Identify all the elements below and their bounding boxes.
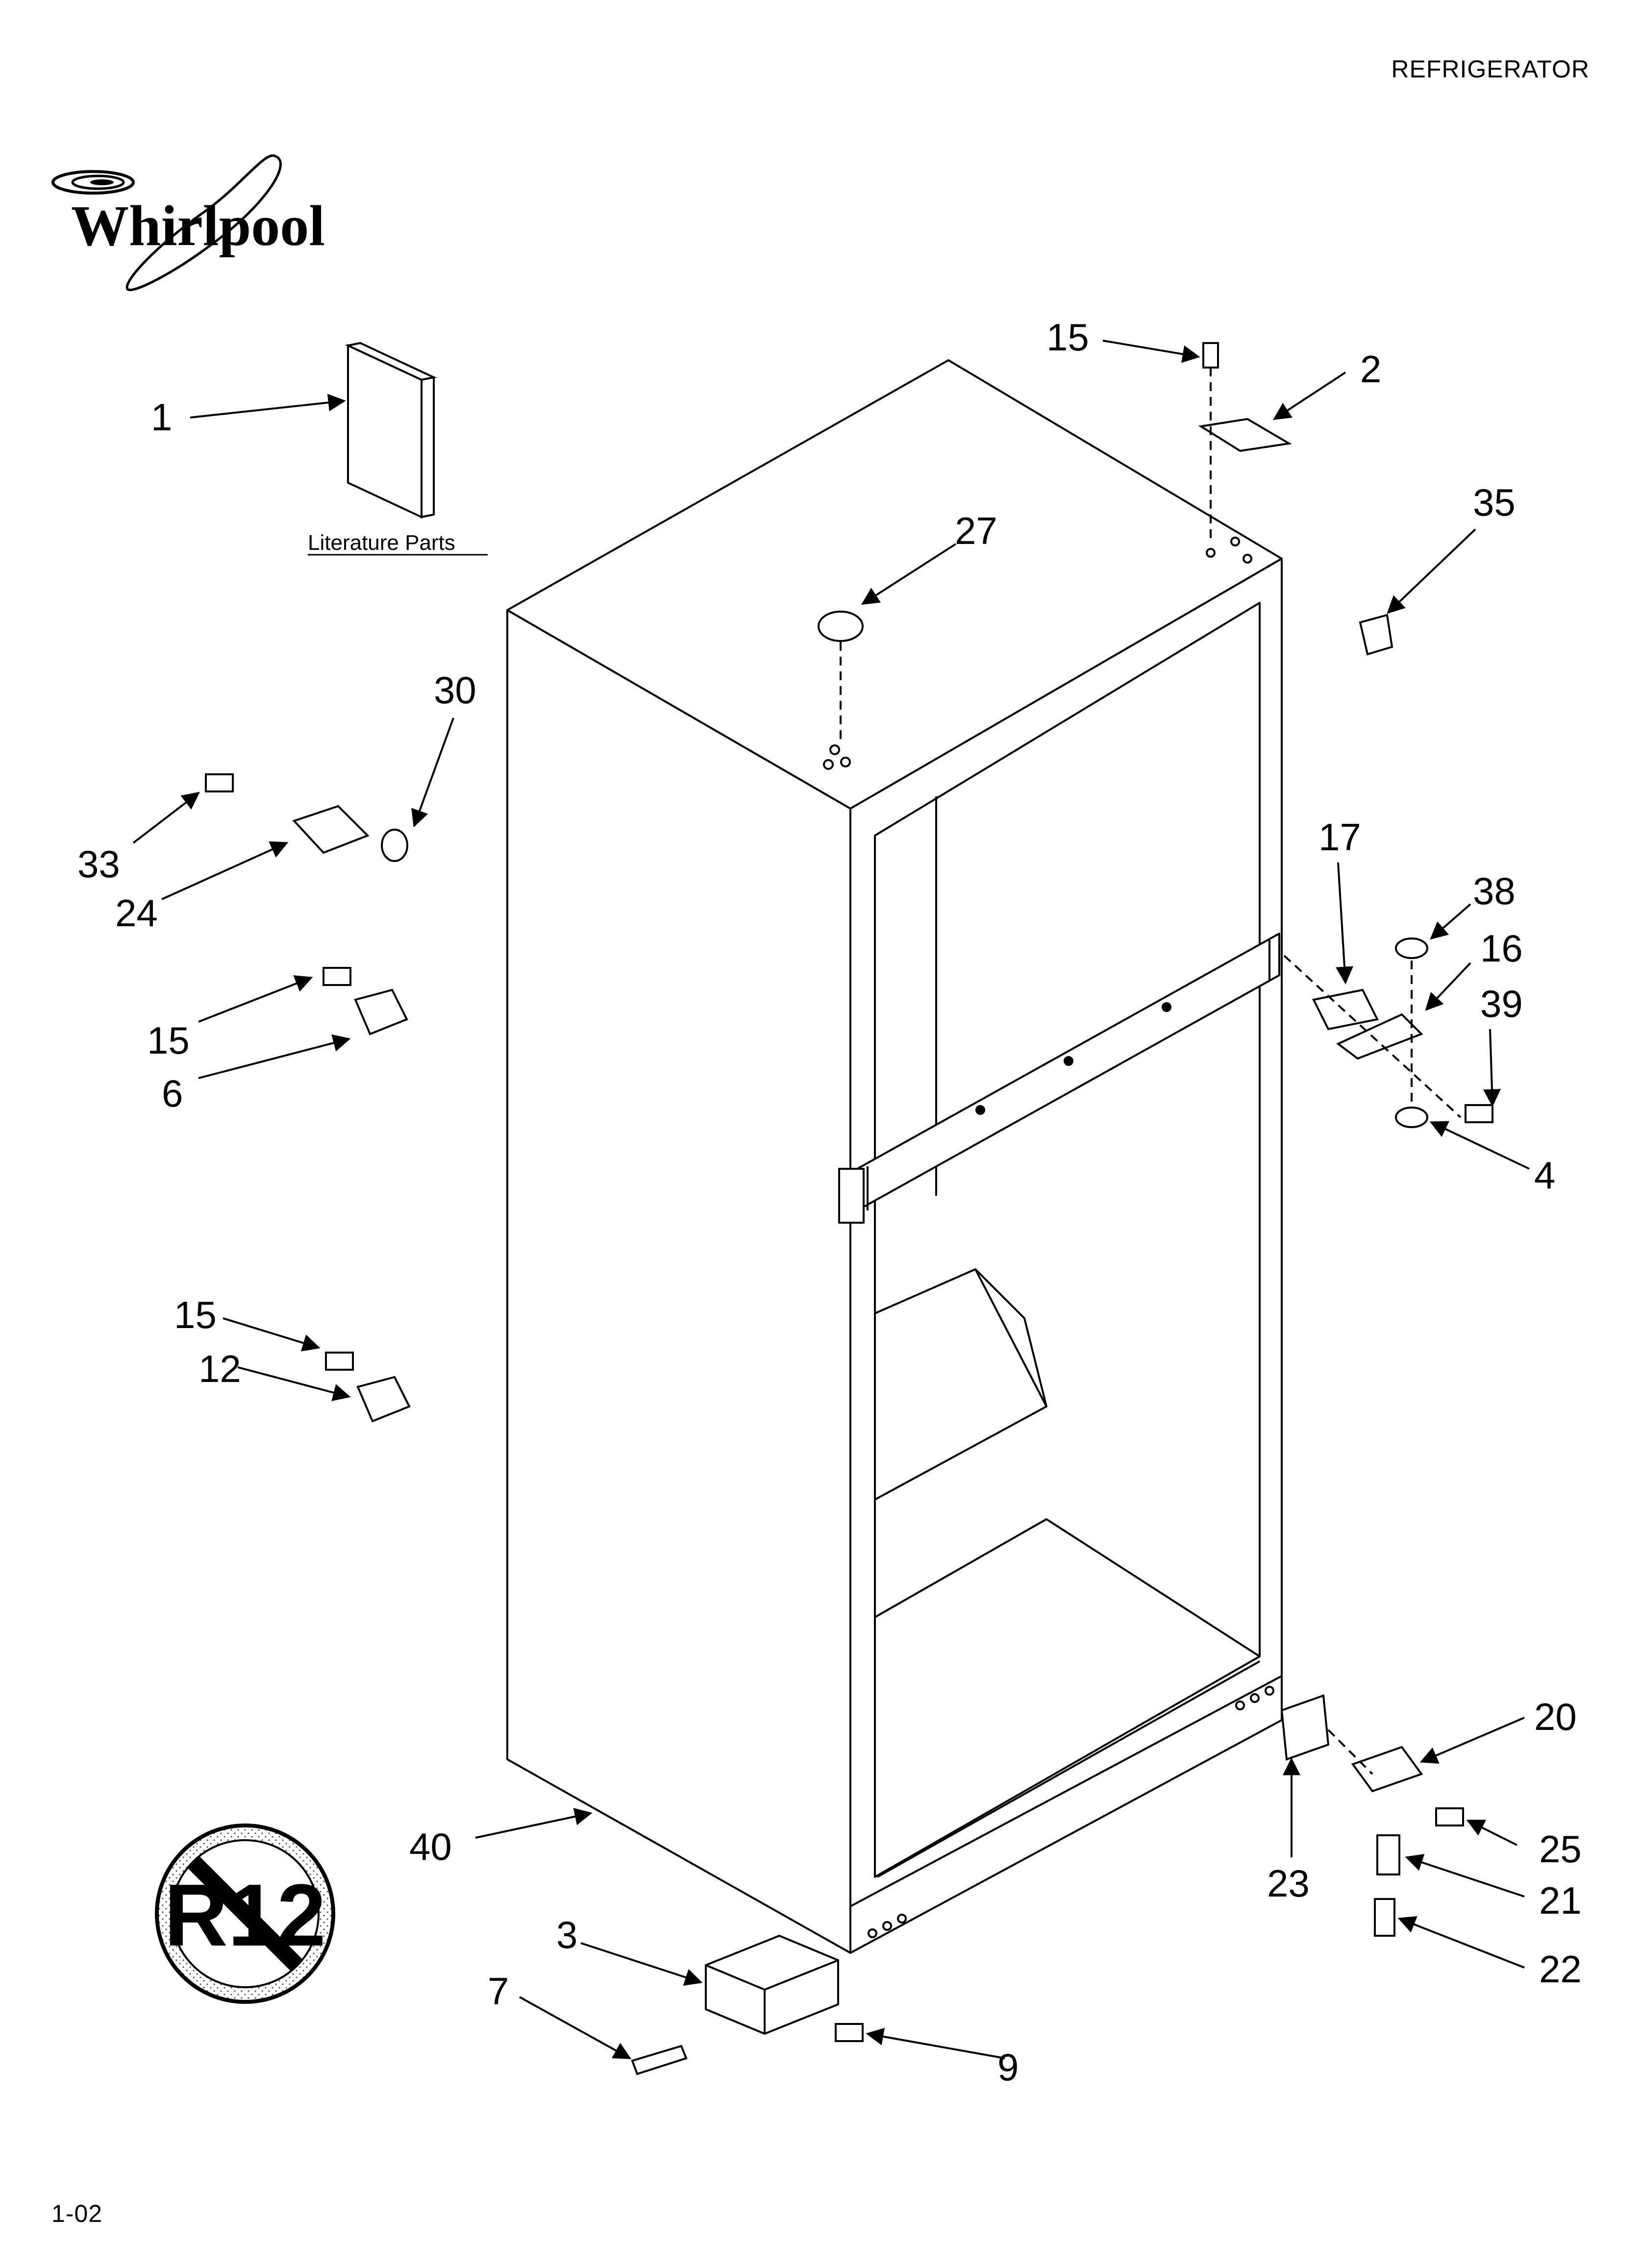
leveling-roller (705, 1934, 839, 2035)
callout-15-lower: 15 (174, 1293, 217, 1336)
screw-roller (835, 2023, 864, 2042)
callout-12: 12 (199, 1347, 241, 1390)
door-stop-bushing (381, 829, 408, 862)
hinge-pin-bottom (1376, 1834, 1400, 1875)
hinge-cap (1359, 614, 1393, 656)
hinge-cover-lower (356, 1376, 411, 1423)
bottom-hinge-shim (1280, 1694, 1330, 1761)
page-title: REFRIGERATOR (1391, 55, 1590, 83)
screw-hinge-cover-upper (323, 967, 351, 986)
center-hinge (1336, 1013, 1423, 1060)
whirlpool-swirl-logo: Whirlpool (51, 154, 325, 291)
door-stop-pin (292, 805, 370, 854)
callout-labels: 1 15 2 35 27 30 33 24 15 6 17 38 16 39 4… (77, 316, 1582, 2089)
callout-27: 27 (955, 509, 997, 552)
literature-booklet: Literature Parts (308, 342, 488, 556)
callout-40: 40 (409, 1825, 452, 1868)
callout-33: 33 (77, 842, 120, 886)
callout-38: 38 (1473, 869, 1516, 912)
callout-3: 3 (556, 1913, 577, 1956)
callout-39: 39 (1480, 982, 1523, 1025)
callout-21: 21 (1539, 1879, 1582, 1922)
callout-7: 7 (488, 1970, 509, 2013)
no-r12-refrigerant-badge: R12 (155, 1824, 335, 2004)
refrigerator-cabinet (506, 359, 1283, 1954)
callout-15-top: 15 (1046, 316, 1089, 359)
screw-center-hinge (1465, 1104, 1493, 1123)
callout-22: 22 (1539, 1948, 1582, 1991)
washer-top (1395, 937, 1428, 959)
hardware-parts (205, 342, 1493, 2075)
callout-23: 23 (1267, 1862, 1310, 1905)
literature-parts-label: Literature Parts (308, 531, 455, 555)
callout-35: 35 (1473, 481, 1516, 524)
screw-bottom-hinge (1435, 1807, 1464, 1826)
callout-2: 2 (1360, 347, 1381, 391)
roller-pin (631, 2045, 688, 2075)
callout-4: 4 (1534, 1154, 1555, 1197)
callout-20: 20 (1534, 1695, 1577, 1738)
page-code: 1-02 (51, 2200, 103, 2227)
bottom-hinge (1351, 1746, 1423, 1793)
hinge-cover-upper (354, 988, 408, 1035)
callout-1: 1 (151, 395, 172, 439)
screw-hinge-cover-lower (325, 1352, 354, 1371)
callout-25: 25 (1539, 1827, 1582, 1871)
callout-17: 17 (1318, 815, 1361, 859)
hinge-bracket-top (1198, 418, 1292, 452)
screw-hinge-pin (1374, 1898, 1395, 1937)
callout-leaders (132, 340, 1530, 2059)
screw-door-stop (205, 773, 234, 792)
top-plug (818, 611, 864, 642)
screw-top-hinge (1202, 342, 1219, 369)
callout-24: 24 (115, 891, 158, 935)
callout-9: 9 (997, 2046, 1019, 2089)
center-hinge-shim (1312, 988, 1379, 1031)
callout-6: 6 (162, 1072, 183, 1115)
whirlpool-logo-text: Whirlpool (71, 194, 325, 258)
callout-16: 16 (1480, 927, 1523, 970)
callout-30: 30 (434, 668, 476, 712)
callout-15-upper: 15 (147, 1019, 190, 1062)
washer-bottom (1395, 1107, 1428, 1128)
